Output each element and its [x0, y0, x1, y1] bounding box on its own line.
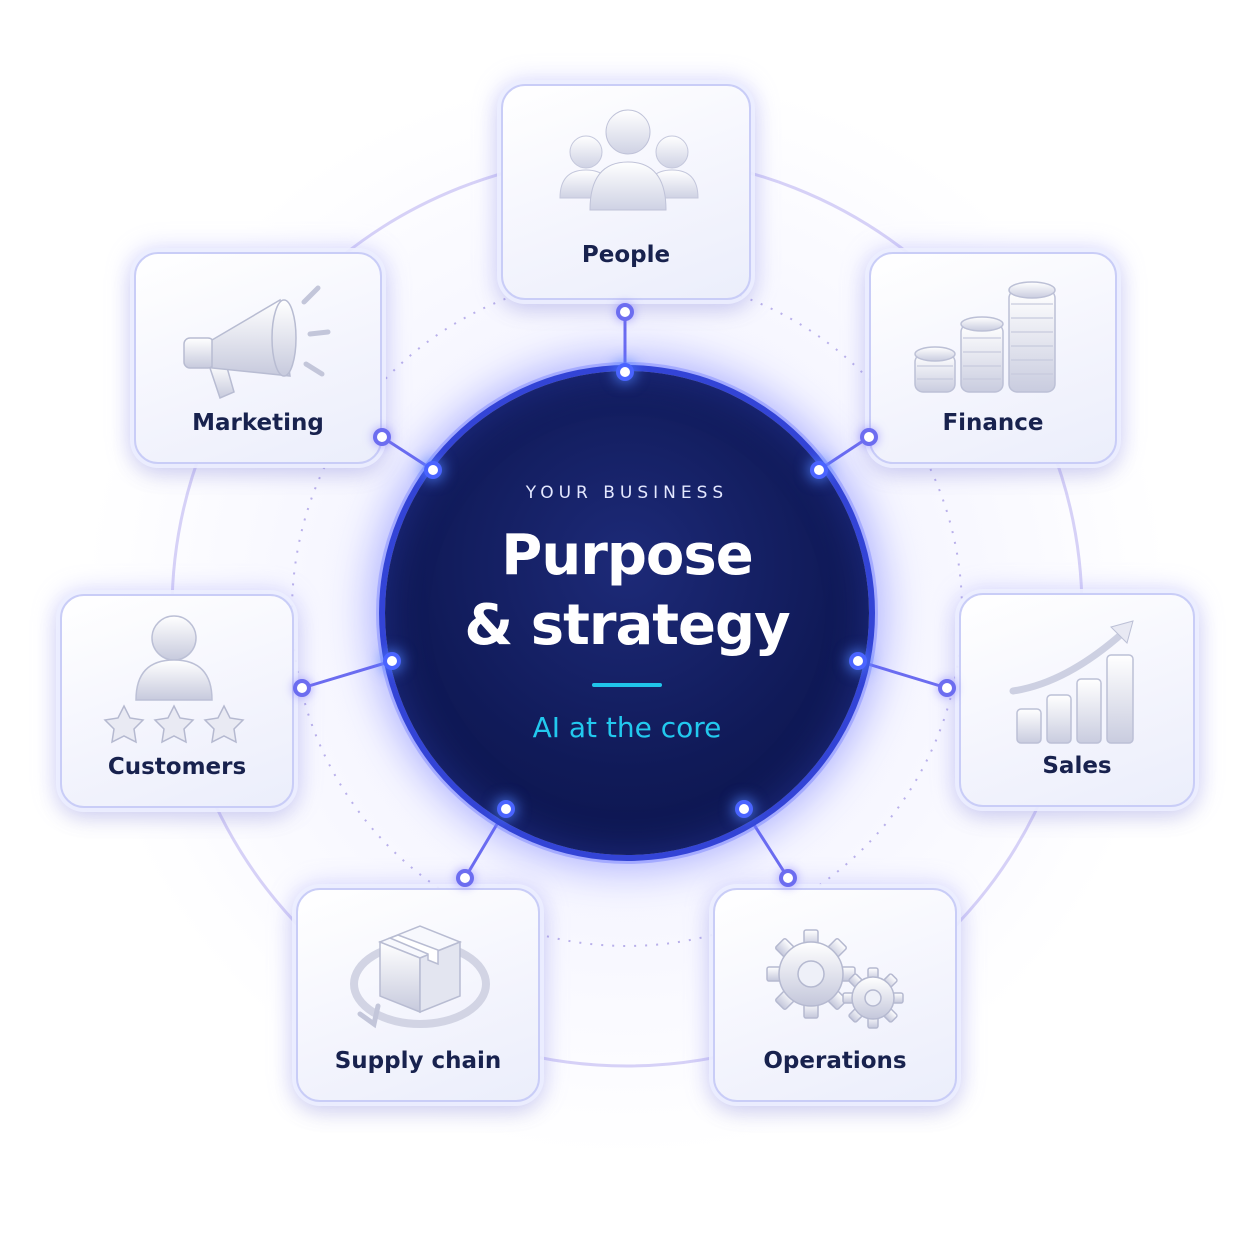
connector-dot-customers-inner	[387, 656, 397, 666]
node-card-people[interactable]: People	[501, 84, 751, 300]
connector-dot-sales-outer	[942, 683, 952, 693]
link-supply	[463, 808, 508, 879]
node-card-marketing[interactable]: Marketing	[134, 252, 382, 464]
node-label-finance: Finance	[942, 410, 1044, 436]
hub-title-line-2: & strategy	[464, 593, 790, 658]
node-label-people: People	[581, 242, 671, 268]
box-cycle-icon	[350, 925, 490, 1029]
coin-stacks-icon	[914, 281, 1056, 393]
connector-dot-sales-inner	[853, 656, 863, 666]
customer-rating-icon	[103, 615, 245, 744]
node-label-sales: Sales	[1042, 753, 1112, 779]
link-finance	[818, 435, 870, 472]
connector-dot-marketing-inner	[428, 465, 438, 475]
hub-accent-rule	[592, 683, 662, 687]
node-card-finance[interactable]: Finance	[869, 252, 1117, 464]
hub-title-line-1: Purpose	[501, 523, 753, 588]
connector-dot-marketing-outer	[377, 432, 387, 442]
hub-title: Purpose & strategy	[385, 521, 869, 661]
connector-dot-finance-outer	[864, 432, 874, 442]
connector-dot-operations-inner	[739, 804, 749, 814]
connector-dot-finance-inner	[814, 465, 824, 475]
connector-dot-supply-inner	[501, 804, 511, 814]
link-customers	[301, 659, 393, 690]
connector-dot-people-outer	[620, 307, 630, 317]
node-card-sales[interactable]: Sales	[959, 593, 1195, 807]
growth-chart-icon	[1009, 620, 1134, 744]
connector-dot-supply-outer	[460, 873, 470, 883]
hub-subtitle: AI at the core	[532, 711, 722, 744]
gears-icon	[766, 929, 904, 1029]
node-card-operations[interactable]: Operations	[713, 888, 957, 1102]
node-label-operations: Operations	[763, 1048, 907, 1074]
connector-dot-people-inner	[620, 367, 630, 377]
people-icon	[559, 109, 699, 211]
node-card-customers[interactable]: Customers	[60, 594, 294, 808]
connector-dot-customers-outer	[297, 683, 307, 693]
hub-kicker: YOUR BUSINESS	[525, 483, 729, 503]
connector-dot-operations-outer	[783, 873, 793, 883]
node-label-customers: Customers	[107, 754, 247, 780]
node-label-supply-chain: Supply chain	[334, 1048, 502, 1074]
node-label-marketing: Marketing	[192, 410, 324, 436]
megaphone-icon	[183, 285, 331, 400]
link-marketing	[381, 435, 434, 472]
node-card-supply-chain[interactable]: Supply chain	[296, 888, 540, 1102]
core-hub: YOUR BUSINESS Purpose & strategy AI at t…	[385, 371, 869, 855]
link-sales	[857, 659, 948, 690]
